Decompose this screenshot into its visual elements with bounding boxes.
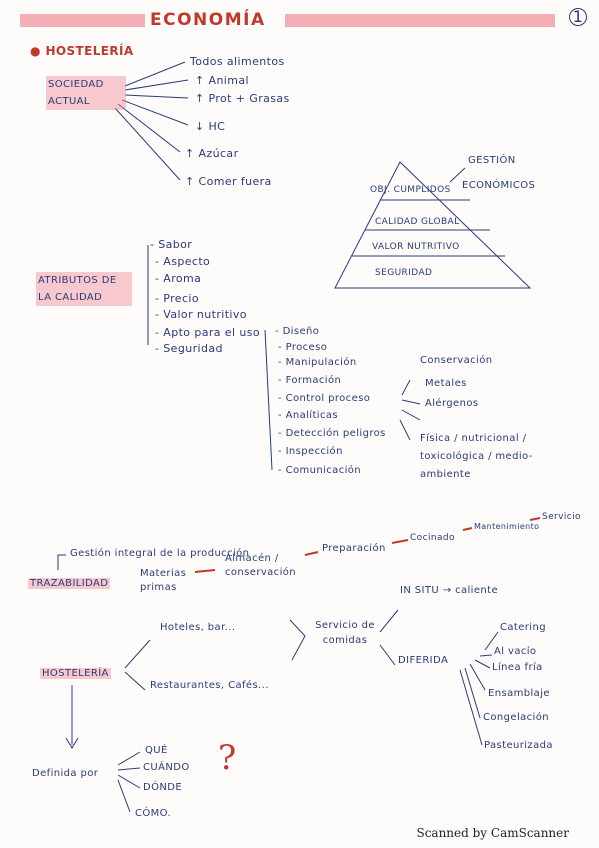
in-situ-text: IN SITU → caliente bbox=[400, 585, 499, 596]
traza-step: Materias primas bbox=[140, 568, 187, 593]
question-item: DÓNDE bbox=[143, 782, 183, 793]
sociedad-item: ↑ Animal bbox=[195, 74, 249, 87]
atributo-item: - Apto para el uso bbox=[155, 326, 260, 339]
seguridad-item: - Manipulación bbox=[278, 357, 357, 368]
hosteleria-label: HOSTELERÍA bbox=[40, 668, 111, 679]
sociedad-item: ↓ HC bbox=[195, 120, 226, 133]
seguridad-item: - Proceso bbox=[278, 342, 328, 353]
hosteleria-branch-1: Hoteles, bar... bbox=[160, 622, 236, 633]
atributo-item: - Seguridad bbox=[155, 342, 223, 355]
diferida-item: Al vacío bbox=[494, 646, 537, 657]
atributo-item: - Aspecto bbox=[155, 255, 211, 268]
traza-step: Preparación bbox=[322, 543, 386, 554]
seguridad-item: - Analíticas bbox=[278, 410, 338, 421]
question-mark-icon: ? bbox=[218, 738, 237, 778]
title-highlight-left bbox=[20, 14, 145, 27]
diferida-item: Congelación bbox=[483, 712, 549, 723]
question-item: CÓMO. bbox=[135, 808, 172, 819]
diferida-item: Catering bbox=[500, 622, 546, 633]
servicio-comidas: Servicio de comidas bbox=[315, 620, 375, 646]
seguridad-item: - Control proceso bbox=[278, 393, 371, 404]
control-item: Metales bbox=[425, 378, 467, 389]
trazabilidad-label: TRAZABILIDAD bbox=[28, 578, 111, 589]
atributo-item: - Sabor bbox=[150, 238, 193, 251]
page-number: 1 bbox=[569, 8, 587, 26]
hosteleria-branch-2: Restaurantes, Cafés... bbox=[150, 680, 269, 691]
traza-step: Servicio bbox=[542, 512, 581, 522]
diferida-item: Pasteurizada bbox=[484, 740, 553, 751]
pyramid-level-2: CALIDAD GLOBAL bbox=[375, 217, 460, 227]
gestion-integral-text: Gestión integral de la producción bbox=[70, 548, 250, 559]
footer-watermark: Scanned by CamScanner bbox=[416, 826, 569, 840]
page-title: ECONOMÍA bbox=[150, 10, 266, 30]
diferida-item: Ensamblaje bbox=[488, 688, 550, 699]
pyramid-side-label-2: ECONÓMICOS bbox=[462, 180, 536, 191]
atributo-item: - Valor nutritivo bbox=[155, 308, 247, 321]
traza-step: Mantenimiento bbox=[474, 522, 540, 531]
pyramid-level-3: VALOR NUTRITIVO bbox=[372, 242, 460, 252]
control-item: Conservación bbox=[420, 355, 493, 366]
pyramid-level-4: SEGURIDAD bbox=[375, 268, 433, 278]
sociedad-item: Todos alimentos bbox=[190, 55, 285, 68]
pyramid-level-1: OBJ. CUMPLIDOS bbox=[370, 185, 451, 195]
diferida-label: DIFERIDA bbox=[398, 655, 449, 666]
title-highlight-right bbox=[285, 14, 555, 27]
atributos-label: ATRIBUTOS DE LA CALIDAD bbox=[36, 272, 132, 306]
question-item: CUÁNDO bbox=[143, 762, 190, 773]
sociedad-item: ↑ Comer fuera bbox=[185, 175, 272, 188]
diferida-item: Línea fría bbox=[492, 662, 543, 673]
atributo-item: - Aroma bbox=[155, 272, 202, 285]
traza-step: Almacén / conservación bbox=[225, 553, 297, 578]
atributo-item: - Precio bbox=[155, 292, 199, 305]
seguridad-item: - Detección peligros bbox=[278, 428, 386, 439]
section-hosteleria-label: HOSTELERÍA bbox=[45, 44, 134, 58]
definida-label: Definida por bbox=[32, 768, 99, 779]
sociedad-actual-label: SOCIEDAD ACTUAL bbox=[46, 76, 126, 110]
seguridad-item: - Diseño bbox=[275, 326, 320, 337]
sociedad-item: ↑ Prot + Grasas bbox=[195, 92, 290, 105]
seguridad-item: - Inspección bbox=[278, 446, 343, 457]
question-item: QUÉ bbox=[145, 745, 168, 756]
pyramid-side-label-1: GESTIÓN bbox=[468, 155, 516, 166]
sociedad-item: ↑ Azúcar bbox=[185, 147, 239, 160]
traza-step: Cocinado bbox=[410, 533, 455, 543]
seguridad-item: - Formación bbox=[278, 375, 342, 386]
control-item: Alérgenos bbox=[425, 398, 479, 409]
section-hosteleria-title: ● HOSTELERÍA bbox=[30, 44, 134, 58]
seguridad-item: - Comunicación bbox=[278, 465, 362, 476]
deteccion-text: Física / nutricional / toxicológica / me… bbox=[420, 433, 533, 480]
